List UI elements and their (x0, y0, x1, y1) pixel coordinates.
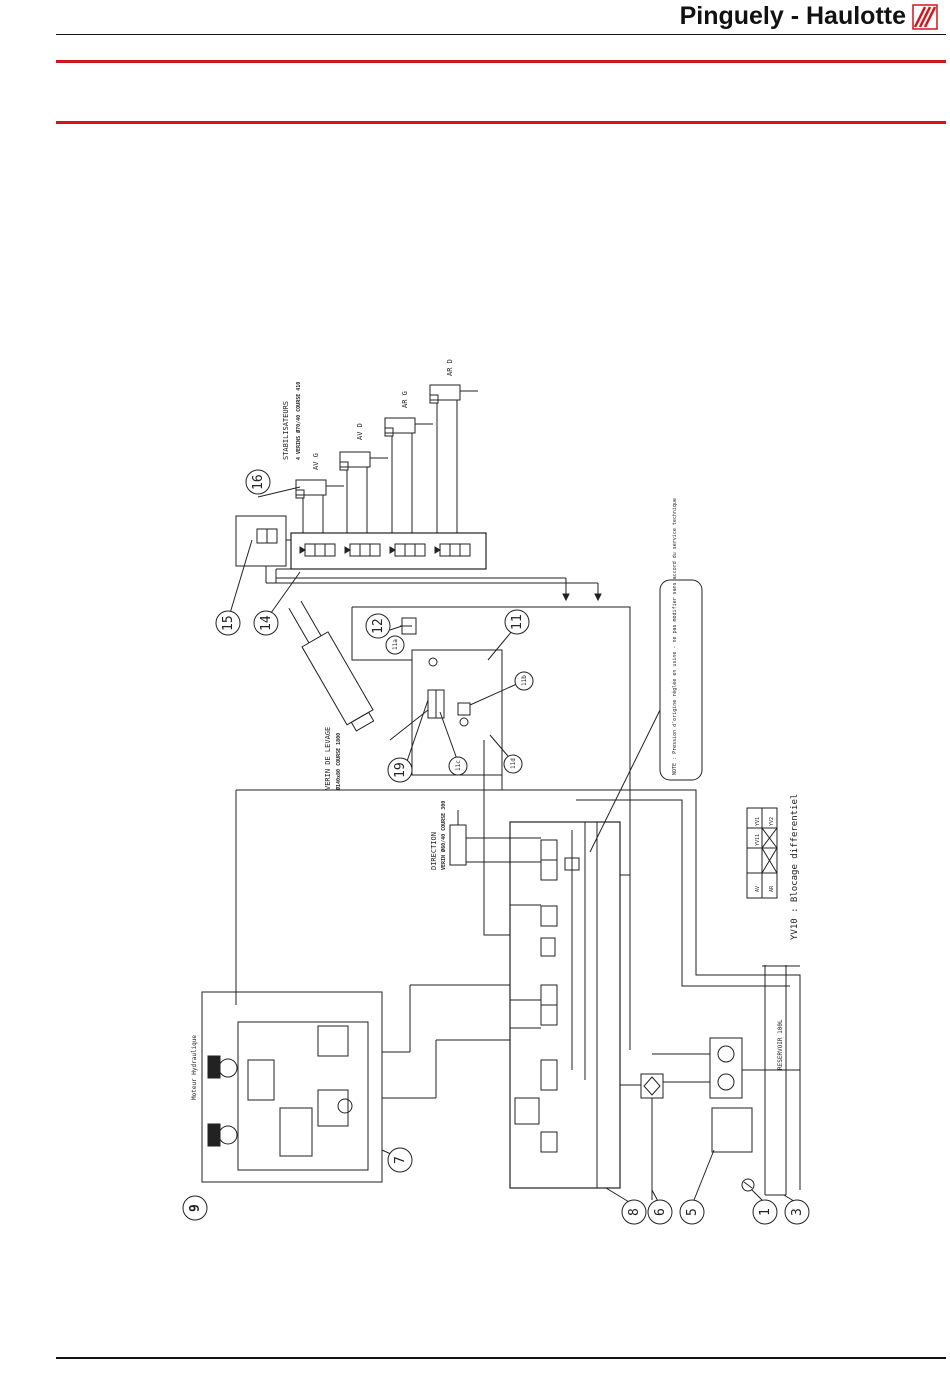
filler-cap-1 (741, 1178, 755, 1192)
callout-12: 12 (365, 613, 391, 639)
table-row-av: AV (755, 886, 761, 892)
page-header: Pinguely - Haulotte (0, 0, 950, 40)
svg-text:14: 14 (259, 615, 274, 631)
label-av-d: AV D (356, 423, 364, 440)
callout-7: 8 (621, 1199, 647, 1225)
subcallout-11b: 11b (514, 671, 534, 691)
label-verin-levage: VERIN DE LEVAGE (324, 727, 332, 790)
stabiliser-valve-4 (434, 543, 471, 557)
callout-1: 1 (752, 1199, 778, 1225)
cylinder-ar-g (384, 417, 433, 533)
callout-19: 19 (387, 757, 413, 783)
svg-text:11a: 11a (392, 639, 399, 650)
callout-15: 15 (215, 610, 241, 636)
label-direction: DIRECTION (430, 832, 438, 870)
stabiliser-valve-1 (299, 543, 336, 557)
pump-module (201, 984, 510, 1183)
svg-text:11d: 11d (510, 758, 517, 769)
note-box (659, 579, 703, 781)
stabiliser-valve-3 (389, 543, 426, 557)
callout-3: 3 (784, 1199, 810, 1225)
svg-text:8: 8 (627, 1208, 642, 1216)
callout-6: 6 (647, 1199, 673, 1225)
svg-text:7: 7 (393, 1156, 408, 1164)
table-header-yv2: YV2 (769, 817, 775, 826)
footer-rule (56, 1357, 946, 1359)
header-rule (56, 34, 946, 35)
svg-text:15: 15 (221, 615, 236, 631)
svg-text:16: 16 (251, 474, 266, 490)
cylinder-av-d (339, 451, 388, 533)
subcallout-11d: 11d (503, 754, 523, 774)
svg-text:11c: 11c (455, 760, 462, 771)
label-stabilisateurs: STABILISATEURS (282, 401, 290, 460)
callout-14: 14 (253, 610, 279, 636)
callout-9: 9 (182, 1195, 208, 1221)
svg-text:5: 5 (685, 1208, 700, 1216)
stabiliser-block (235, 384, 602, 602)
lift-cylinder (288, 600, 375, 732)
brand-title: Pinguely - Haulotte (679, 2, 906, 30)
svg-text:9: 9 (188, 1204, 203, 1212)
table-header-yv1: YV1 (755, 817, 761, 826)
yv-table (746, 807, 778, 899)
label-blocage: YV10 : Blocage differentiel (790, 794, 800, 940)
label-ar-d: AR D (446, 359, 454, 376)
label-direction-spec: VERIN Ø60/40 COURSE 300 (440, 801, 447, 870)
main-valve-block (235, 789, 801, 1190)
table-row-ar: AR (769, 885, 775, 892)
svg-text:3: 3 (790, 1208, 805, 1216)
callout-11: 11 (504, 609, 530, 635)
svg-text:19: 19 (393, 762, 408, 778)
reservoir-3 (762, 965, 800, 1196)
label-ar-g: AR G (401, 391, 409, 408)
label-stab-spec: 4 VERINS Ø70/40 COURSE 410 (295, 382, 302, 460)
svg-text:11: 11 (510, 614, 525, 630)
svg-text:6: 6 (653, 1208, 668, 1216)
callout-16: 16 (245, 469, 271, 495)
subcallout-11a: 11a (385, 635, 405, 655)
label-moteur: Moteur Hydraulique (191, 1035, 198, 1100)
svg-text:12: 12 (371, 618, 386, 634)
filter-6 (620, 1073, 664, 1200)
subcallout-11c: 11c (448, 756, 468, 776)
stabiliser-valve-2 (344, 543, 381, 557)
label-note: NOTE : Pression d'origine règlée en usin… (671, 498, 678, 775)
pump-5 (652, 1037, 800, 1153)
label-reservoir: RESERVOIR 100L (777, 1019, 784, 1070)
label-levage-spec: Ø140x80 COURSE 1800 (335, 733, 342, 791)
cylinder-ar-d (429, 384, 478, 533)
title-band-top (56, 60, 946, 63)
haulotte-logo-icon (912, 4, 938, 30)
table-header-yv11: YV11 (755, 834, 761, 846)
callout-5: 5 (679, 1199, 705, 1225)
svg-text:11b: 11b (521, 675, 528, 686)
cylinder-av-g (295, 479, 344, 533)
svg-text:1: 1 (758, 1208, 773, 1216)
label-av-g: AV G (312, 453, 320, 470)
lift-block (288, 600, 631, 1050)
callout-8: 7 (387, 1147, 413, 1173)
title-band-bottom (56, 121, 946, 124)
